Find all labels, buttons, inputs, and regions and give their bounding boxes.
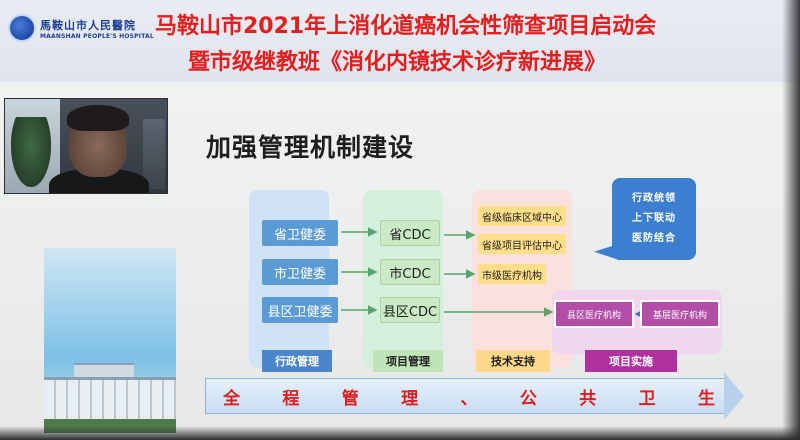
hospital-building-photo [44, 248, 176, 433]
label-technical-support: 技术支持 [476, 350, 550, 372]
project-box-province: 省CDC [380, 220, 440, 246]
banner-char: 程 [282, 388, 300, 409]
bubble-line: 上下联动 [632, 213, 676, 224]
banner-char: 管 [341, 388, 359, 409]
admin-box-county: 县区卫健委 [262, 297, 338, 323]
banner-char: 全 [223, 388, 240, 409]
impl-box-county-institution: 县区医疗机构 [554, 300, 634, 328]
logo-chinese-name: 馬鞍山市人民醫院 [40, 18, 136, 32]
banner-char: 理 [401, 388, 419, 409]
banner-char: 公 [519, 388, 537, 409]
banner-char: 卫 [638, 388, 656, 409]
webcam-video [4, 98, 168, 194]
banner-char: 共 [579, 388, 597, 409]
banner-text: 全 程 管 理 、 公 共 卫 生 [205, 378, 735, 414]
hospital-logo: 馬鞍山市人民醫院 MAANSHAN PEOPLE'S HOSPITAL [8, 14, 154, 42]
banner-arrow-head [724, 372, 744, 420]
admin-box-city: 市卫健委 [262, 259, 338, 285]
label-project-management: 项目管理 [373, 350, 443, 372]
process-banner [205, 378, 725, 414]
impl-box-grassroots-institution: 基层医疗机构 [640, 300, 720, 328]
label-project-implementation: 项目实施 [585, 350, 677, 372]
banner-char: 生 [698, 388, 715, 409]
hospital-emblem-icon [8, 14, 36, 42]
slide-title-line1: 马鞍山市2021年上消化道癌机会性筛查项目启动会 [155, 14, 657, 39]
label-admin-management: 行政管理 [262, 350, 332, 372]
tech-box-city-institution: 市级医疗机构 [478, 264, 546, 284]
logo-english-name: MAANSHAN PEOPLE'S HOSPITAL [40, 32, 154, 40]
project-box-county: 县区CDC [380, 297, 440, 323]
tech-box-regional-center: 省级临床区域中心 [478, 206, 566, 226]
bubble-line: 行政统领 [632, 193, 676, 204]
section-title: 加强管理机制建设 [206, 133, 415, 162]
slide-title-line2: 暨市级继教班《消化内镜技术诊疗新进展》 [188, 50, 607, 75]
project-box-city: 市CDC [380, 259, 440, 285]
admin-box-province: 省卫健委 [262, 220, 338, 246]
tech-box-evaluation-center: 省级项目评估中心 [478, 234, 566, 254]
slide-header: 馬鞍山市人民醫院 MAANSHAN PEOPLE'S HOSPITAL 马鞍山市… [0, 0, 800, 82]
banner-char: 、 [460, 388, 478, 409]
principles-bubble: 行政统领 上下联动 医防结合 [612, 178, 696, 260]
bubble-line: 医防结合 [632, 233, 676, 244]
